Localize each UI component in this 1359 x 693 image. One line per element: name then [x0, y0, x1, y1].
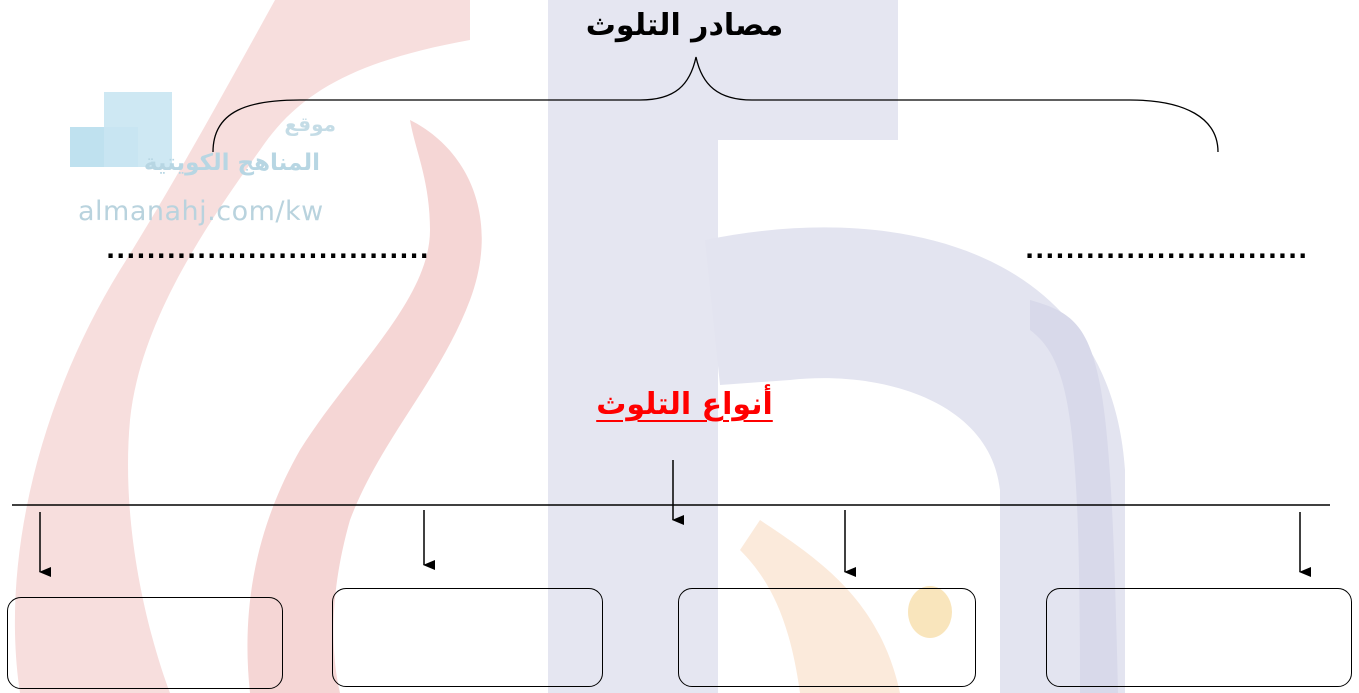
- logo-square-icon-2: [104, 92, 172, 167]
- watermark-blue-tail: [1030, 300, 1118, 693]
- sources-title: مصادر التلوث: [585, 8, 784, 43]
- source-blank-left[interactable]: ................................: [106, 236, 430, 264]
- site-logo-watermark: موقع المناهج الكويتية almanahj.com/kw: [70, 92, 370, 242]
- type-box-4[interactable]: [1046, 588, 1352, 687]
- types-title: أنواع التلوث: [596, 387, 773, 422]
- watermark-blue-block: [548, 0, 898, 693]
- sources-brace: [212, 56, 1219, 153]
- watermark-orange-accent: [740, 520, 900, 693]
- type-box-3[interactable]: [678, 588, 976, 687]
- type-box-1[interactable]: [7, 597, 283, 689]
- watermark-red-2: [14, 0, 470, 693]
- types-title-wrapper: أنواع التلوث: [0, 387, 1359, 422]
- watermark-red-2-inner: [247, 120, 482, 693]
- type-box-2[interactable]: [332, 588, 603, 687]
- logo-url: almanahj.com/kw: [78, 196, 324, 227]
- logo-text-line2: المناهج الكويتية: [143, 150, 320, 176]
- watermark-blue-bowl: [705, 227, 1125, 693]
- watermark-orange-dot: [908, 586, 952, 638]
- source-blank-right[interactable]: ............................: [1025, 236, 1309, 264]
- logo-text-line1: موقع: [284, 112, 336, 136]
